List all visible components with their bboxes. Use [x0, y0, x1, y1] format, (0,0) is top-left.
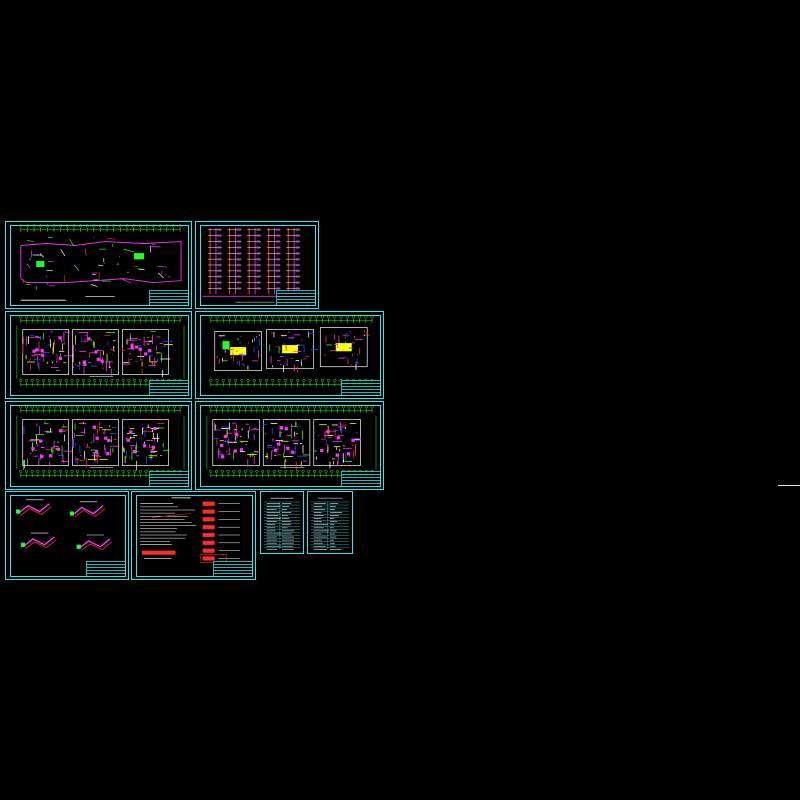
floor-plan-sheet-4[interactable] [195, 401, 384, 490]
detail-sheet[interactable] [5, 491, 129, 580]
title-block [149, 471, 189, 487]
schedule-table-drawing [263, 497, 301, 550]
floor-plan-sheet-2[interactable] [195, 311, 384, 399]
schedule-table-2[interactable] [307, 491, 353, 554]
title-block [213, 561, 253, 577]
notes-sheet[interactable] [131, 491, 256, 580]
riser-diagram-drawing [202, 227, 312, 303]
title-block [149, 290, 189, 306]
schedule-table-1[interactable] [260, 491, 304, 554]
site-plan-drawing [19, 224, 182, 301]
floor-plan-drawing [16, 315, 185, 387]
site-plan-sheet[interactable] [5, 221, 192, 309]
floor-plan-drawing [209, 315, 374, 387]
riser-diagram-sheet[interactable] [195, 221, 319, 309]
title-block [276, 290, 316, 306]
floor-plan-sheet-3[interactable] [5, 401, 192, 490]
stray-line [778, 485, 800, 486]
title-block [341, 380, 381, 396]
title-block [86, 561, 126, 577]
title-block [341, 471, 381, 487]
floor-plan-drawing [16, 405, 185, 478]
schedule-table-drawing [310, 497, 350, 550]
title-block [149, 380, 189, 396]
detail-drawing [16, 499, 113, 551]
floor-plan-drawing [206, 405, 377, 478]
floor-plan-sheet-1[interactable] [5, 311, 192, 399]
notes-drawing [140, 497, 240, 563]
